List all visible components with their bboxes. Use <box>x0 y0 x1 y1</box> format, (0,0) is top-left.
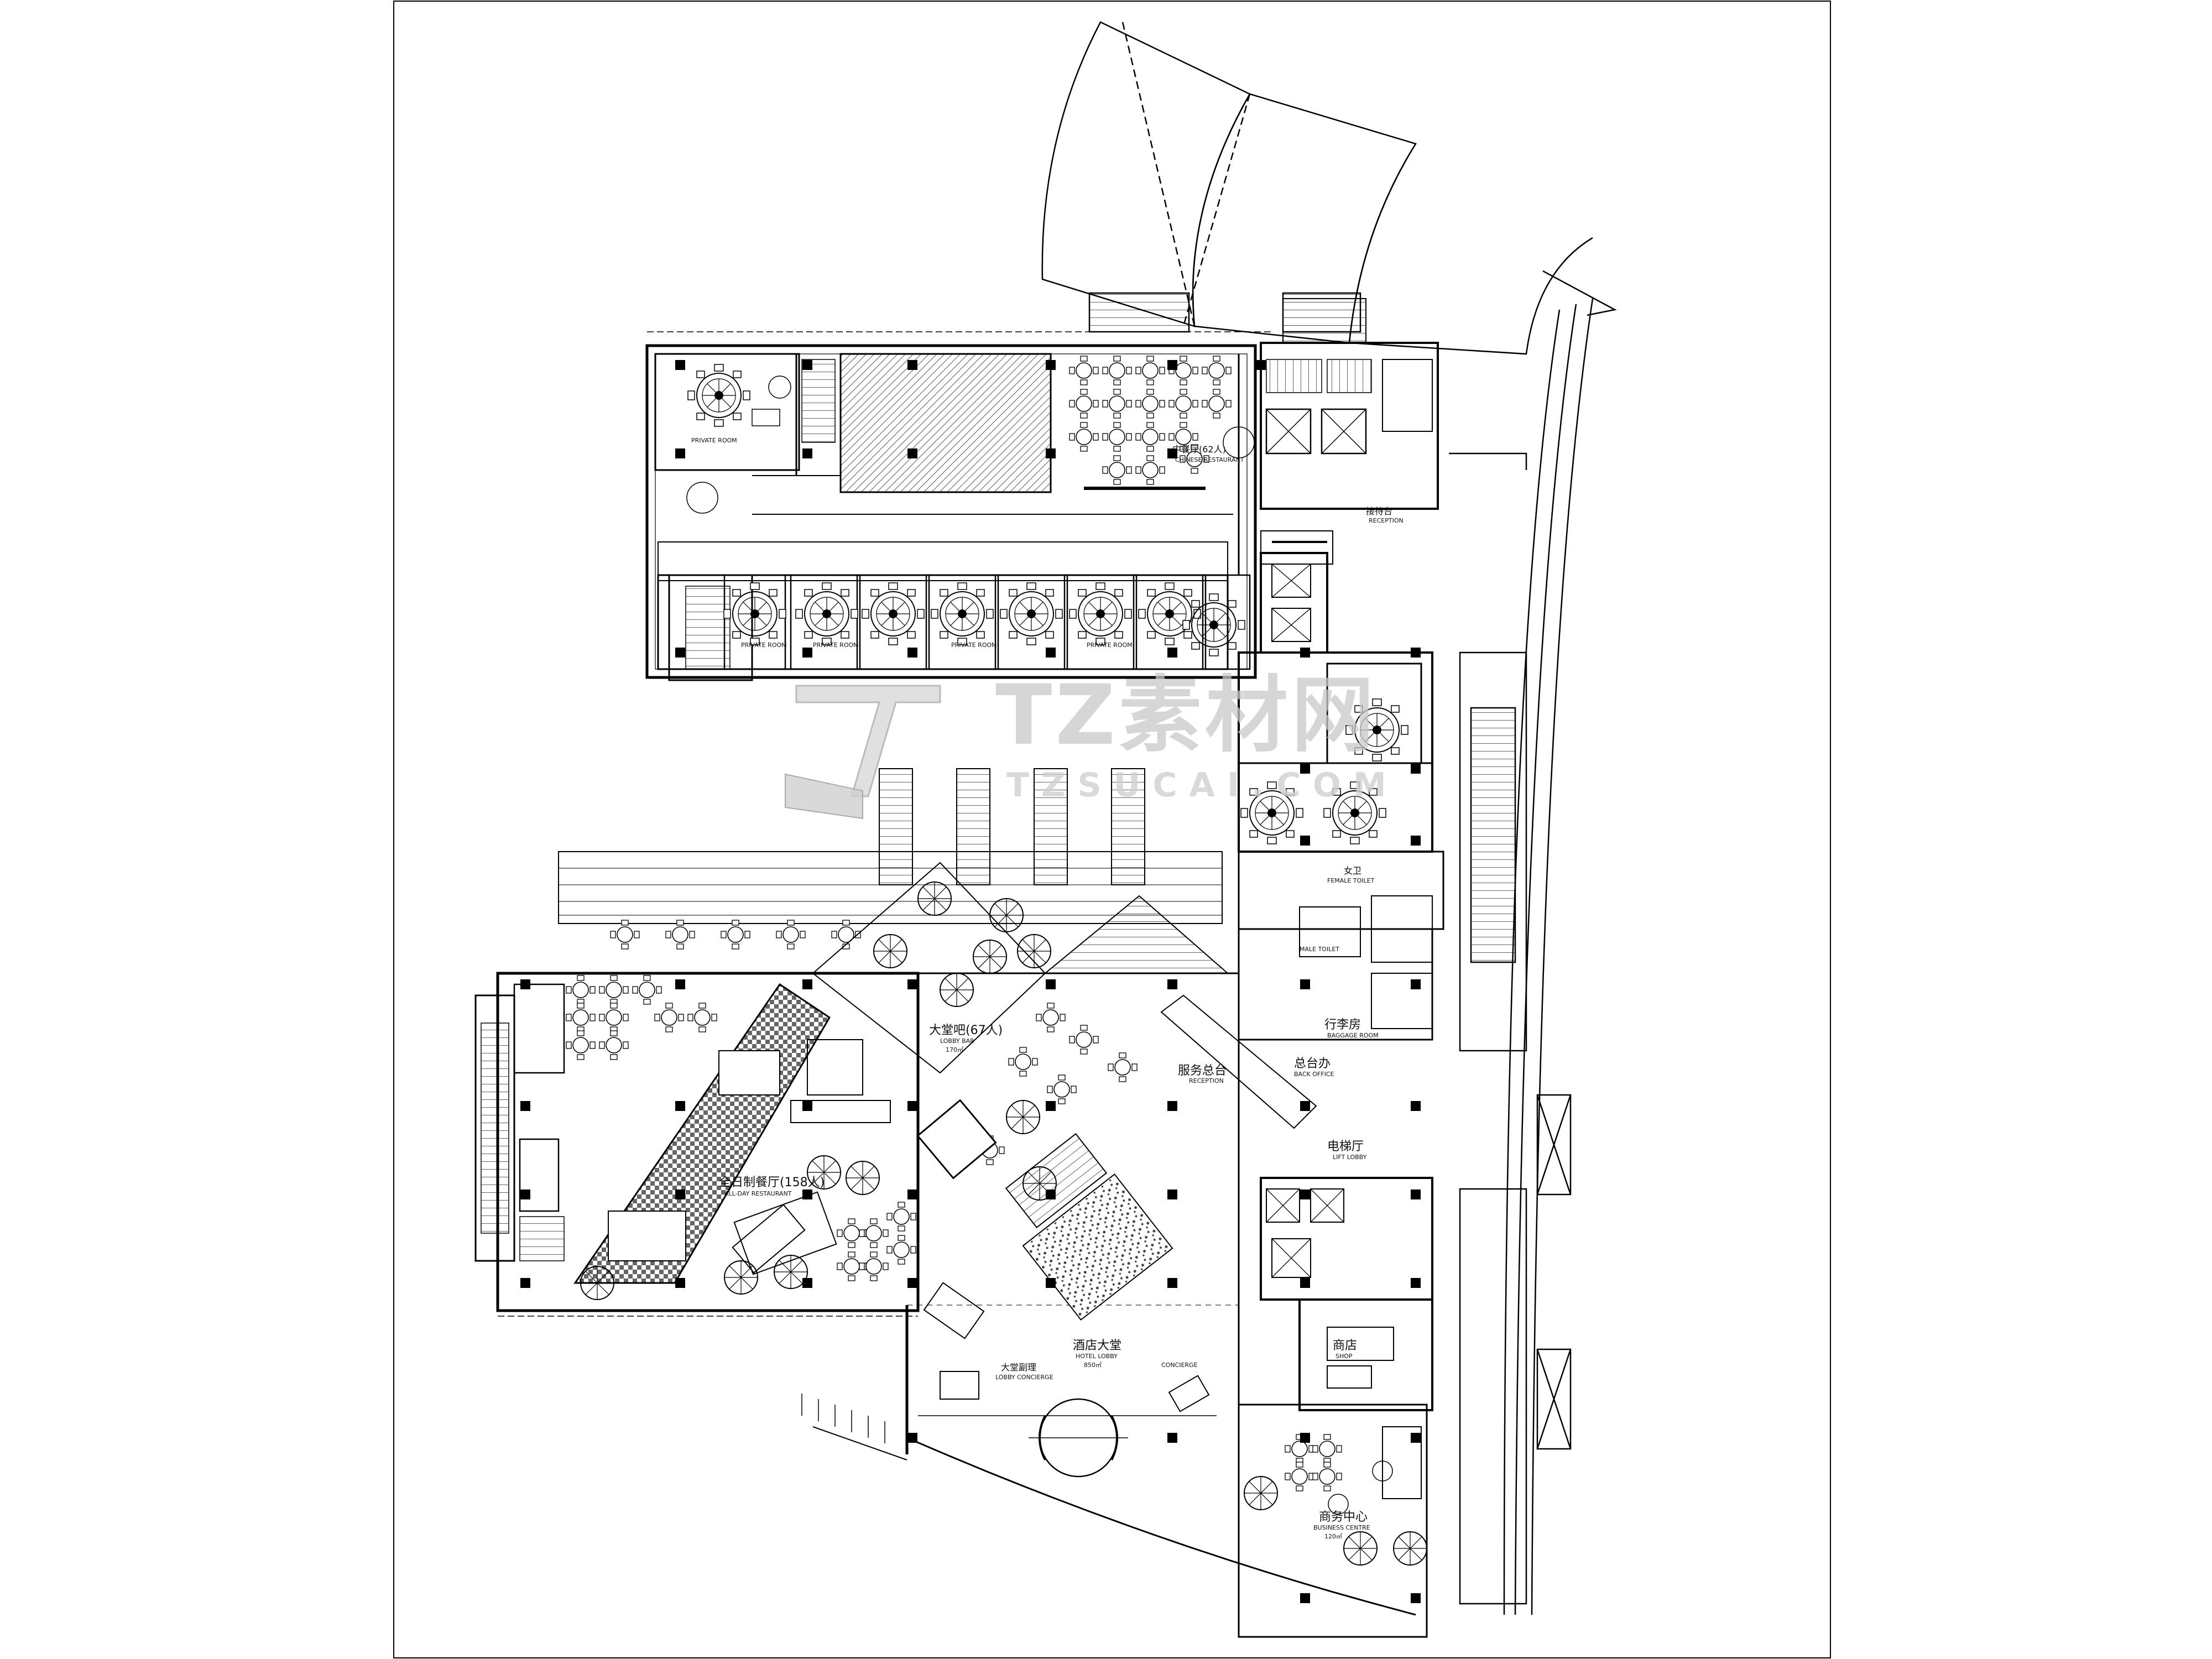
svg-text:PRIVATE ROOM: PRIVATE ROOM <box>1087 641 1133 649</box>
lobby-bar-counter <box>916 1099 997 1180</box>
svg-text:PRIVATE ROOM: PRIVATE ROOM <box>813 641 859 649</box>
stair-bars <box>879 768 1145 885</box>
business-centre-label: 商务中心 <box>1319 1510 1368 1524</box>
service-desk-label-en: RECEPTION <box>1189 1077 1224 1084</box>
service-desk-label: 服务总台 <box>1178 1064 1227 1078</box>
lobby-bar-label-en: LOBBY BAR <box>940 1037 974 1045</box>
lobby-bar-island <box>807 1039 863 1095</box>
lobby-bar-label: 大堂吧(67人) <box>929 1024 1003 1037</box>
all-day-dining-label: 全日制餐厅(158人) <box>719 1176 825 1190</box>
private-rooms-row <box>723 574 1251 670</box>
east-facade <box>1449 298 1594 1615</box>
west-wing-walls <box>474 851 1223 1317</box>
lift-lobby-label: 电梯厅 <box>1327 1140 1364 1154</box>
hotel-lobby-area: 850㎡ <box>1084 1361 1102 1369</box>
sheet-border <box>393 1 1831 1658</box>
buffet-counters <box>608 1050 891 1275</box>
reception-top-label-en: RECEPTION <box>1369 517 1404 524</box>
watermark-text-en: TZSUCAI.COM <box>1006 766 1399 805</box>
buffet-island <box>732 1204 806 1274</box>
lobby-bar-area: 170㎡ <box>946 1046 963 1053</box>
hotel-lobby-label-en: HOTEL LOBBY <box>1076 1353 1118 1360</box>
private-room-labels: PRIVATE ROOM PRIVATE ROOM PRIVATE ROOM P… <box>741 641 1133 649</box>
luggage-room-label: 行李房 <box>1324 1018 1361 1032</box>
back-office-label-en: BACK OFFICE <box>1294 1071 1334 1078</box>
east-lift-lobby <box>1238 928 1433 1638</box>
lobby-walls <box>801 862 1416 1616</box>
concierge-label-en: CONCIERGE <box>1161 1361 1198 1369</box>
feature-steps <box>1005 1133 1108 1229</box>
all-day-dining-label-en: ALL-DAY RESTAURANT <box>724 1190 792 1197</box>
chinese-restaurant-label-en: CHINESE RESTAURANT <box>1175 456 1244 463</box>
reception-top-label: 接待台 <box>1366 506 1392 517</box>
back-office-label: 总台办 <box>1294 1057 1331 1071</box>
east-middle-core <box>1238 552 1444 963</box>
north-stair <box>801 359 836 443</box>
svg-text:PRIVATE ROOM: PRIVATE ROOM <box>951 641 997 649</box>
concierge-furniture <box>923 1282 1210 1412</box>
shop-label: 商店 <box>1333 1339 1357 1353</box>
svg-text:PRIVATE ROOM: PRIVATE ROOM <box>741 641 787 649</box>
lift-lobby-label-en: LIFT LOBBY <box>1333 1154 1367 1161</box>
hotel-lobby-label: 酒店大堂 <box>1073 1339 1121 1353</box>
watermark-text-cn: TZ素材网 <box>995 667 1378 764</box>
shop-label-en: SHOP <box>1335 1353 1353 1360</box>
lobby-concierge-label: 大堂副理 <box>1001 1362 1036 1373</box>
chinese-restaurant-tables <box>1069 356 1255 490</box>
hatched-void <box>839 353 1052 493</box>
lobby-concierge-label-en: LOBBY CONCIERGE <box>995 1374 1053 1381</box>
svg-text:PRIVATE ROOM: PRIVATE ROOM <box>691 437 737 444</box>
northeast-core <box>1260 298 1439 565</box>
business-centre-furniture <box>1244 1434 1427 1566</box>
luggage-room-label-en: BAGGAGE ROOM <box>1327 1032 1379 1039</box>
female-toilet-label-en: FEMALE TOILET <box>1327 877 1375 884</box>
watermark: TZ素材网 TZSUCAI.COM <box>785 667 1399 820</box>
chinese-restaurant-label: 中餐厅(62人) <box>1172 444 1226 455</box>
female-toilet-label: 女卫 <box>1344 865 1361 876</box>
business-centre-label-en: BUSINESS CENTRE <box>1313 1524 1370 1531</box>
northwest-private-room: PRIVATE ROOM <box>654 353 800 514</box>
business-centre-area: 120㎡ <box>1324 1533 1342 1540</box>
male-toilet-label-en: MALE TOILET <box>1300 946 1339 953</box>
